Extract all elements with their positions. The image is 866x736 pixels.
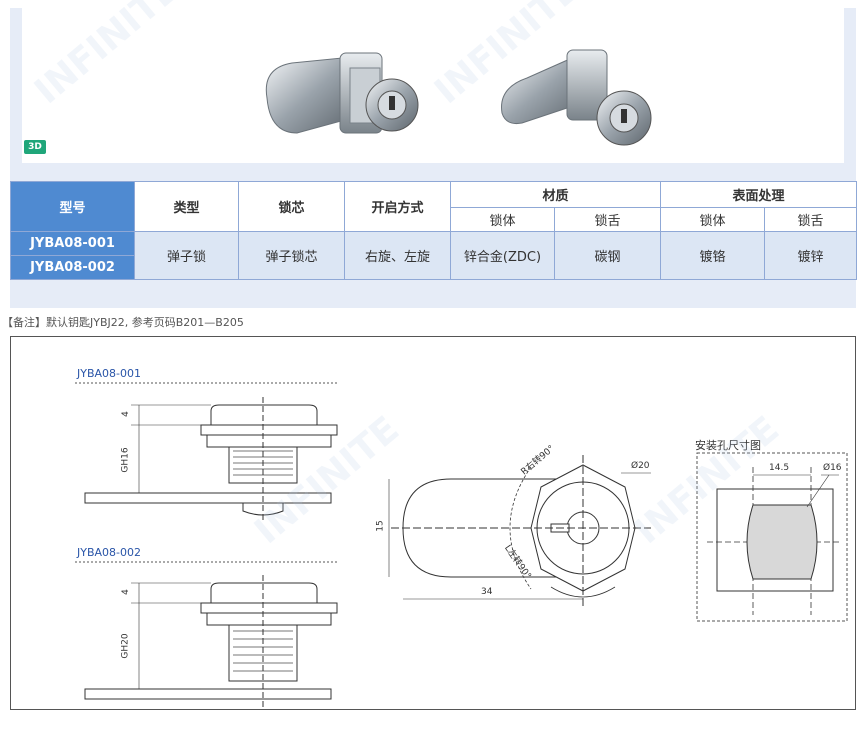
header-material: 材质 bbox=[449, 181, 662, 208]
product-photos bbox=[22, 8, 844, 163]
header-core: 锁芯 bbox=[238, 181, 345, 232]
core-cell: 弹子锁芯 bbox=[238, 231, 345, 280]
model-cell-002[interactable]: JYBA08-002 bbox=[10, 255, 135, 280]
label-jyba08-002: JYBA08-002 bbox=[77, 546, 141, 559]
hole-size-title: 安装孔尺寸图 bbox=[695, 439, 761, 452]
technical-drawing: JYBA08-001 JYBA08-002 4 GH16 4 GH20 15 3… bbox=[10, 336, 856, 710]
cam-lock-photo-front bbox=[265, 49, 652, 146]
header-open: 开启方式 bbox=[344, 181, 451, 232]
header-surface-body: 锁体 bbox=[660, 207, 766, 232]
dim-d16: Ø16 bbox=[823, 463, 842, 473]
model-cell-001[interactable]: JYBA08-001 bbox=[10, 231, 135, 256]
dim-14-5: 14.5 bbox=[769, 463, 790, 473]
dim-4-b: 4 bbox=[120, 589, 131, 595]
label-jyba08-001: JYBA08-001 bbox=[77, 367, 141, 380]
header-model: 型号 bbox=[10, 181, 135, 232]
type-cell: 弹子锁 bbox=[134, 231, 239, 280]
dim-gh20: GH20 bbox=[120, 633, 131, 659]
tongue-material-cell: 碳钢 bbox=[553, 231, 662, 280]
tongue-surface-cell: 镀锌 bbox=[764, 231, 858, 280]
dim-gh16: GH16 bbox=[120, 447, 131, 473]
product-panel: 3D 型号 类型 锁芯 开启方式 材质 表面处理 锁体 锁舌 锁体 锁舌 JYB… bbox=[10, 8, 858, 308]
header-type: 类型 bbox=[134, 181, 239, 232]
body-material-cell: 锌合金(ZDC) bbox=[450, 231, 555, 280]
dim-34: 34 bbox=[481, 587, 493, 597]
dim-15: 15 bbox=[375, 520, 386, 532]
dim-4-a: 4 bbox=[120, 411, 131, 417]
header-material-tongue: 锁舌 bbox=[553, 207, 662, 232]
body-surface-cell: 镀铬 bbox=[660, 231, 766, 280]
3d-badge[interactable]: 3D bbox=[24, 140, 46, 154]
open-cell: 右旋、左旋 bbox=[344, 231, 451, 280]
drawing-lines bbox=[75, 382, 848, 709]
spec-table: 型号 类型 锁芯 开启方式 材质 表面处理 锁体 锁舌 锁体 锁舌 JYBA08… bbox=[10, 181, 858, 280]
dim-d20: Ø20 bbox=[631, 461, 650, 471]
header-surface: 表面处理 bbox=[660, 181, 858, 208]
remark-note: 【备注】默认钥匙JYBJ22, 参考页码B201—B205 bbox=[2, 316, 244, 329]
header-surface-tongue: 锁舌 bbox=[764, 207, 858, 232]
header-material-body: 锁体 bbox=[450, 207, 555, 232]
